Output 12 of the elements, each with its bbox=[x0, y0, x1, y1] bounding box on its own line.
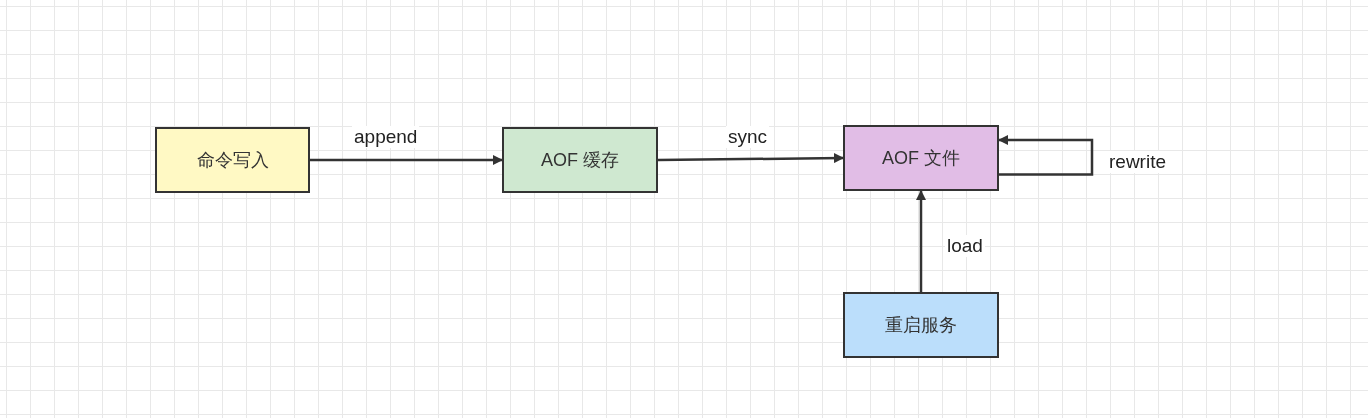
arrow bbox=[916, 190, 926, 292]
edge-label: sync bbox=[726, 126, 770, 148]
process-box: 重启服务 bbox=[843, 292, 999, 358]
process-box: 命令写入 bbox=[155, 127, 310, 193]
arrow bbox=[998, 135, 1094, 176]
process-box: AOF 文件 bbox=[843, 125, 999, 191]
arrow bbox=[310, 155, 503, 165]
arrow bbox=[658, 153, 844, 164]
edge-label: append bbox=[352, 126, 420, 148]
edge-label: load bbox=[945, 235, 985, 257]
process-box: AOF 缓存 bbox=[502, 127, 658, 193]
edge-label: rewrite bbox=[1107, 151, 1168, 173]
